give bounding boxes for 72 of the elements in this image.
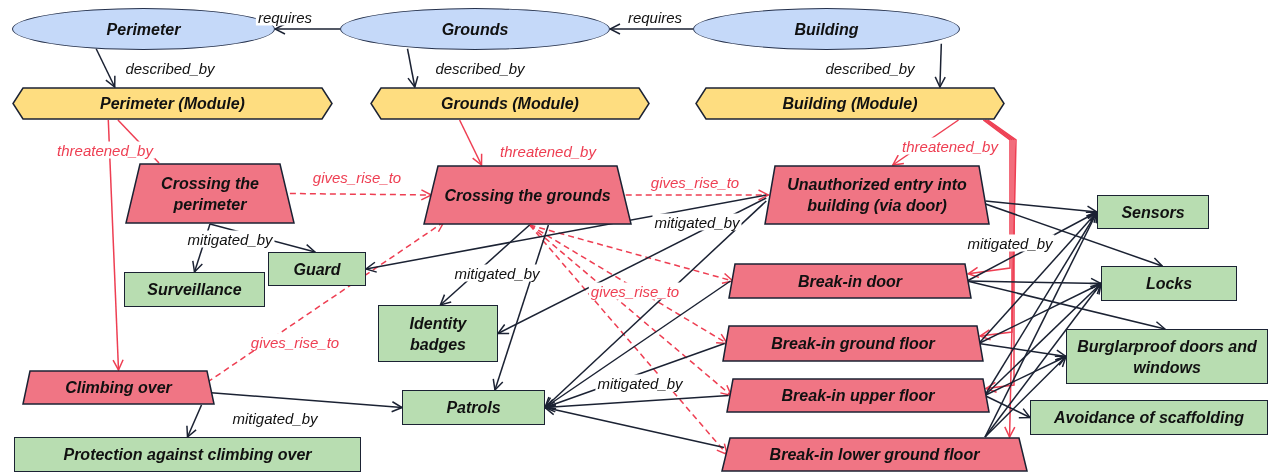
node-label: Break-in upper floor	[780, 386, 936, 406]
arrow	[544, 394, 730, 413]
measure-box	[268, 252, 366, 286]
edge-label: mitigated_by	[965, 234, 1055, 252]
arrow	[934, 42, 946, 88]
edge-label: gives_rise_to	[588, 282, 682, 300]
threat-trapezoid	[764, 165, 990, 225]
node-label: Surveillance	[146, 280, 243, 300]
arrow	[107, 119, 124, 371]
threat-trapezoid	[125, 163, 295, 224]
node-label: Break-in ground floor	[770, 334, 937, 354]
measure-box	[402, 390, 545, 425]
threat-trapezoid	[423, 165, 632, 225]
node-label: Sensors	[1120, 202, 1186, 223]
arrow	[406, 48, 419, 88]
threat-trapezoid	[728, 263, 972, 299]
node-label: Protection against climbing over	[62, 445, 313, 465]
arrow	[985, 119, 1015, 393]
arrow	[544, 280, 732, 409]
node-label: Guard	[292, 259, 342, 280]
node-label: Crossing the grounds	[443, 185, 612, 206]
arrow	[186, 404, 203, 438]
module-hexagon	[12, 87, 333, 120]
module-hexagon	[370, 87, 650, 120]
arrow	[365, 194, 767, 273]
arrow	[987, 119, 1017, 438]
threat-trapezoid	[726, 378, 990, 413]
node-label: Identity badges	[408, 313, 468, 355]
edge-label: mitigated_by	[595, 374, 685, 392]
arrow	[544, 404, 725, 449]
threat-trapezoid	[721, 437, 1028, 472]
measure-box	[378, 305, 498, 362]
threat-trapezoid	[722, 325, 984, 362]
node-label: Patrols	[445, 398, 502, 418]
dashed-arrow	[625, 189, 770, 201]
arrow	[274, 23, 341, 35]
node-label: Locks	[1144, 274, 1194, 294]
threat-trapezoid	[22, 370, 215, 405]
arrow	[984, 355, 1067, 438]
node-label: Grounds (Module)	[440, 94, 580, 114]
arrow	[979, 119, 1013, 341]
edge-label: mitigated_by	[185, 230, 275, 248]
node-label: Grounds	[440, 19, 510, 40]
node-label: Crossing the perimeter	[160, 173, 260, 215]
arrow	[492, 224, 550, 391]
node-label: Perimeter	[105, 19, 182, 40]
node-label: Break-in lower ground floor	[768, 445, 981, 465]
node-label: Climbing over	[64, 378, 174, 398]
node-label: Break-in door	[797, 271, 904, 292]
edge-label: mitigated_by	[452, 264, 542, 282]
measure-box	[124, 272, 265, 307]
measure-box	[1030, 400, 1268, 435]
measure-box	[1101, 266, 1237, 301]
edge-label: mitigated_by	[652, 213, 742, 231]
arrow	[95, 48, 116, 88]
module-hexagon	[695, 87, 1005, 120]
node-label: Perimeter (Module)	[99, 94, 246, 114]
measure-box	[1066, 329, 1268, 384]
arrow	[609, 23, 694, 35]
measure-box	[14, 437, 361, 472]
edge-label: threatened_by	[900, 137, 1000, 155]
dashed-arrow	[528, 224, 728, 456]
node-label: Building	[793, 19, 860, 40]
node-label: Unauthorized entry into building (via door)	[786, 175, 968, 216]
edge-label: threatened_by	[55, 141, 155, 159]
arrow	[967, 119, 1011, 279]
node-label: Avoidance of scaffolding	[1053, 408, 1245, 428]
node-label: Burglarproof doors and windows	[1076, 336, 1258, 378]
arrow	[458, 119, 483, 166]
edge-label: gives_rise_to	[248, 333, 342, 351]
measure-box	[1097, 195, 1209, 229]
node-label: Building (Module)	[781, 94, 919, 114]
